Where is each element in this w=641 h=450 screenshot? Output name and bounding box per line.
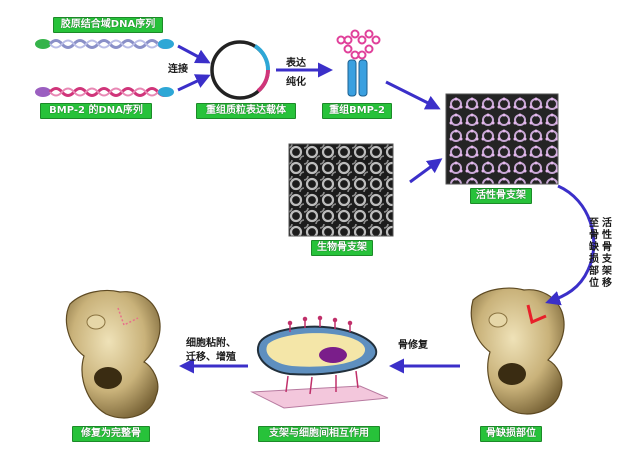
arrow-bio-to-active (410, 160, 440, 182)
note-express: 表达 (286, 54, 306, 69)
cell-scaffold-image (252, 317, 388, 409)
label-scaffold-cell: 支架与细胞间相互作用 (258, 426, 380, 442)
arrow-protein-to-active (386, 82, 438, 108)
note-cell-adhesion: 细胞粘附、 (186, 334, 236, 349)
note-bone-repair: 骨修复 (398, 336, 428, 351)
label-bio-scaffold: 生物骨支架 (311, 240, 373, 256)
defect-pelvis-image (471, 288, 564, 414)
repaired-pelvis-image (66, 291, 160, 418)
bmp2-protein-icon (338, 31, 380, 97)
label-repaired-bone: 修复为完整骨 (72, 426, 150, 442)
note-ligate: 连接 (168, 60, 188, 75)
note-transfer-col2: 至骨缺损部位 (589, 218, 600, 290)
arrow-active-to-defect (548, 186, 594, 302)
label-recombinant-bmp2: 重组BMP-2 (322, 103, 392, 119)
bio-scaffold-image (289, 144, 393, 236)
plasmid-icon (212, 42, 268, 98)
label-recombinant-vector: 重组质粒表达载体 (196, 103, 296, 119)
label-defect-site: 骨缺损部位 (480, 426, 542, 442)
label-active-scaffold: 活性骨支架 (470, 188, 532, 204)
active-scaffold-image (446, 94, 558, 184)
note-cell-migration: 迁移、增殖 (186, 348, 236, 363)
label-collagen-dna: 胶原结合域DNA序列 (53, 17, 163, 33)
note-purify: 纯化 (286, 73, 306, 88)
label-bmp2-dna: BMP-2 的DNA序列 (40, 103, 152, 119)
collagen-dna-strand (35, 39, 174, 49)
note-transfer-col1: 活性骨支架移 (602, 218, 613, 290)
bmp2-dna-strand (35, 87, 174, 97)
arrow-bmp2-to-plasmid (178, 76, 208, 90)
